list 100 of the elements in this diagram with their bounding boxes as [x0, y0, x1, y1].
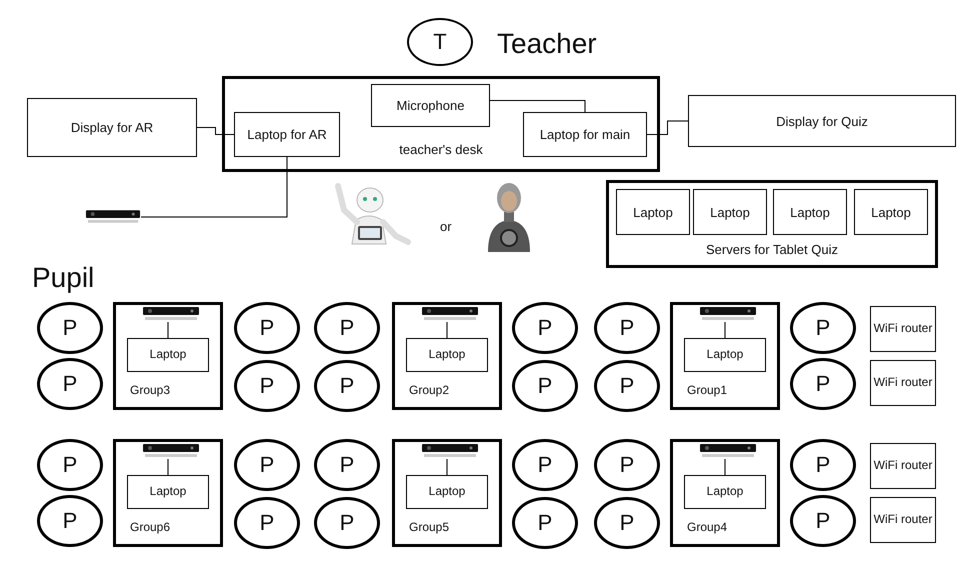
pupil-circle: [594, 360, 660, 412]
connector-line: [724, 458, 726, 476]
node-label: Laptop: [633, 204, 673, 220]
node-label: Laptop: [428, 348, 466, 362]
pupil-circle: [37, 495, 103, 547]
node-label: P: [816, 371, 830, 397]
node-label: P: [62, 452, 78, 478]
device-box: [371, 84, 490, 127]
section-heading: Pupil: [32, 262, 94, 294]
pupil-circle: [37, 302, 103, 354]
pupil-circle: [790, 358, 856, 410]
pupil-circle: [314, 497, 380, 549]
node-label: Laptop: [710, 204, 750, 220]
node-label: P: [816, 508, 830, 534]
node-label: P: [620, 315, 634, 341]
group-table: [113, 439, 223, 547]
pupil-circle: [234, 497, 300, 549]
device-box: [693, 189, 767, 235]
pupil-circle: [790, 495, 856, 547]
node-label: P: [538, 315, 552, 341]
device-box: [688, 95, 956, 147]
node-label: P: [620, 510, 634, 536]
pupil-circle: [314, 302, 380, 354]
node-label: P: [620, 452, 634, 478]
node-label: Laptop: [706, 348, 744, 362]
connector-line: [646, 120, 688, 135]
pupil-circle: [790, 439, 856, 491]
group-name: Group5: [409, 520, 450, 534]
group-name: Group4: [687, 520, 728, 534]
group-name: Group2: [409, 383, 450, 397]
device-box: [27, 98, 197, 157]
device-box: [684, 338, 766, 372]
node-label: P: [816, 452, 830, 478]
group-table: [392, 302, 502, 410]
group-name: Group1: [687, 383, 728, 397]
pupil-circle: [314, 439, 380, 491]
node-label: P: [260, 452, 274, 478]
pupil-circle: [314, 360, 380, 412]
node-label: Laptop for main: [540, 127, 630, 142]
device-box: [127, 475, 209, 509]
pupil-circle: [37, 439, 103, 491]
pupil-circle: [594, 497, 660, 549]
node-label: P: [340, 373, 354, 399]
node-label: Laptop: [150, 348, 186, 362]
device-box: [870, 360, 936, 406]
node-label: Microphone: [396, 98, 464, 113]
depth-camera-drawing: [421, 306, 479, 322]
depth-camera-drawing: [699, 443, 757, 459]
pupil-circle: [234, 439, 300, 491]
device-box: [127, 338, 209, 372]
node-label: P: [340, 452, 354, 478]
device-box: [523, 112, 647, 157]
node-label: P: [62, 508, 78, 534]
node-label: WiFi router: [874, 459, 932, 473]
pupil-circle: [234, 360, 300, 412]
group-name: Group6: [130, 520, 170, 534]
node-label: WiFi router: [874, 322, 932, 336]
group-table: [392, 439, 502, 547]
note-text: or: [440, 219, 452, 234]
group-name: Group3: [130, 383, 170, 397]
pupil-circle: [234, 302, 300, 354]
node-label: P: [260, 373, 274, 399]
server-group-box: [606, 180, 938, 268]
device-box: [870, 497, 936, 543]
connector-line: [490, 100, 586, 112]
device-box: [854, 189, 928, 235]
depth-camera-drawing: [421, 443, 479, 459]
node-label: Laptop: [706, 485, 744, 499]
node-label: Display for Quiz: [776, 114, 868, 128]
node-label: P: [260, 315, 274, 341]
node-label: P: [620, 373, 634, 399]
pupil-circle: [37, 358, 103, 410]
connector-line: [446, 458, 448, 476]
node-label: P: [538, 373, 552, 399]
device-box: [406, 475, 488, 509]
node-label: Laptop for AR: [247, 127, 327, 142]
node-label: WiFi router: [874, 513, 932, 527]
pupil-circle: [512, 497, 578, 549]
connector-line: [724, 322, 726, 338]
node-label: Display for AR: [70, 120, 154, 135]
connector-line: [196, 127, 234, 135]
teacher-desk-area: [222, 76, 660, 172]
node-label: Laptop: [871, 204, 911, 220]
node-label: Laptop: [150, 485, 186, 499]
node-label: T: [433, 29, 447, 55]
pupil-circle: [594, 439, 660, 491]
depth-camera-drawing: [699, 306, 757, 322]
node-label: P: [340, 315, 354, 341]
device-box: [234, 112, 340, 157]
device-box: [870, 306, 936, 352]
node-label: Laptop: [790, 204, 830, 220]
section-heading: Teacher: [497, 28, 597, 60]
group-table: [670, 302, 780, 410]
node-label: P: [816, 315, 830, 341]
device-box: [773, 189, 847, 235]
pupil-circle: [512, 360, 578, 412]
pupil-circle: [594, 302, 660, 354]
node-label: Servers for Tablet Quiz: [706, 242, 838, 257]
pupil-circle: [512, 439, 578, 491]
connector-line: [446, 322, 448, 338]
